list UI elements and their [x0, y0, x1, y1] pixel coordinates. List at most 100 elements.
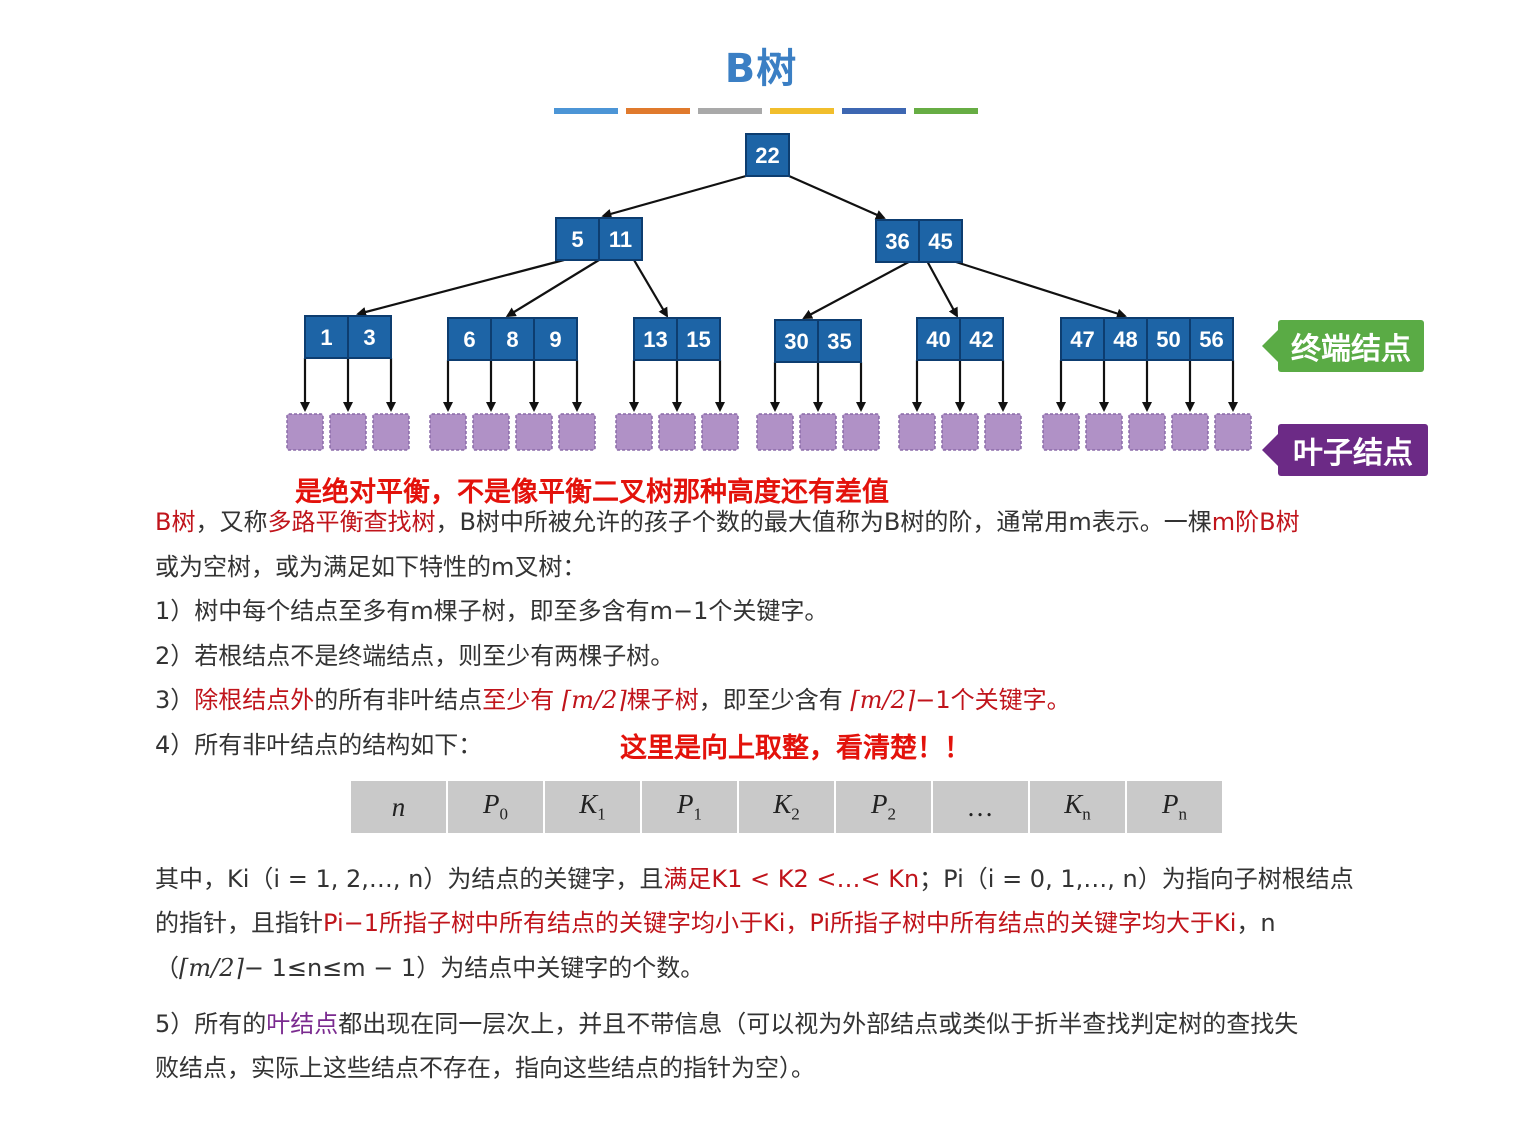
rule-3-num: 3）	[155, 686, 195, 714]
intro-line-2: 或为空树，或为满足如下特性的m叉树：	[155, 553, 587, 581]
key-label: 48	[1113, 327, 1137, 352]
where-text: ；Pi（i = 0, 1,…, n）为指向子树根结点	[919, 865, 1354, 893]
leaf-square	[515, 413, 553, 451]
color-bar-segment	[698, 108, 762, 114]
color-bar-segment	[554, 108, 618, 114]
page-title: B树	[724, 46, 798, 92]
node-structure-cell: P2	[835, 781, 933, 833]
key-cell	[1146, 317, 1191, 361]
key-label: 42	[969, 327, 993, 352]
key-cell	[555, 217, 600, 261]
key-label: 45	[928, 229, 952, 254]
rule-5: 5）所有的叶结点都出现在同一层次上，并且不带信息（可以视为外部结点或类似于折半查…	[155, 1010, 1298, 1038]
cell-symbol: K	[1064, 789, 1083, 820]
key-label: 30	[784, 329, 808, 354]
tree-node: 13 15	[633, 317, 721, 361]
term-b-tree: B树	[155, 508, 196, 536]
cell-subscript: 2	[887, 804, 897, 824]
leaf-square	[799, 413, 837, 451]
key-label: 9	[549, 327, 561, 352]
where-line-3: （⌈m/2⌉− 1≤n≤m − 1）为结点中关键字的个数。	[155, 954, 704, 982]
leaf-square	[372, 413, 410, 451]
pointer-arrow	[788, 174, 886, 220]
leaf-square	[1171, 413, 1209, 451]
key-cell	[918, 219, 963, 263]
color-bar-segment	[626, 108, 690, 114]
leaf-square	[429, 413, 467, 451]
key-label: 15	[686, 327, 710, 352]
cell-symbol: P	[483, 789, 500, 820]
cell-subscript: 1	[597, 804, 606, 824]
key-label: 36	[885, 229, 909, 254]
intro-text: ，B树中所被允许的孩子个数的最大值称为B树的阶，通常用m表示。一棵	[435, 508, 1212, 536]
key-cell	[1060, 317, 1105, 361]
term-m-order: m阶B树	[1211, 508, 1300, 536]
intro-line-1: B树，又称多路平衡查找树，B树中所被允许的孩子个数的最大值称为B树的阶，通常用m…	[155, 508, 1300, 536]
rule-3-text: ，即至少含有	[698, 686, 843, 714]
pointer-arrow	[926, 261, 958, 318]
key-cell	[447, 317, 492, 361]
tree-node: 36 45	[875, 219, 963, 263]
leaf-square	[984, 413, 1022, 451]
cell-subscript: 2	[791, 804, 800, 824]
ceil-expression: ⌈m/2⌉	[850, 686, 916, 714]
leaf-square	[842, 413, 880, 451]
color-bar-segment	[770, 108, 834, 114]
leaf-square	[1128, 413, 1166, 451]
node-structure-cell: K1	[544, 781, 642, 833]
balance-note: 是绝对平衡，不是像平衡二叉树那种高度还有差值	[295, 477, 889, 508]
key-label: 56	[1199, 327, 1223, 352]
cell-subscript: 1	[693, 804, 703, 824]
key-label: 3	[363, 325, 375, 350]
node-structure-cell: P0	[447, 781, 545, 833]
leaf-square	[658, 413, 696, 451]
cell-symbol: P	[1162, 789, 1179, 820]
leaf-square	[1042, 413, 1080, 451]
cell-symbol: P	[677, 789, 694, 820]
key-cell	[1189, 317, 1234, 361]
key-label: 5	[571, 227, 583, 252]
key-label: 8	[506, 327, 518, 352]
ceil-expression: ⌈m/2⌉	[561, 686, 627, 714]
key-label: 1	[320, 325, 332, 350]
node-structure-cell: K2	[738, 781, 836, 833]
leaf-square	[286, 413, 324, 451]
where-line-2: 的指针，且指针Pi−1所指子树中所有结点的关键字均小于Ki，Pi所指子树中所有结…	[155, 909, 1276, 937]
leaf-square	[472, 413, 510, 451]
leaf-square	[701, 413, 739, 451]
key-cell	[347, 315, 392, 359]
rule-3-red: 至少有	[482, 686, 555, 714]
where-text: （	[155, 954, 179, 982]
terminal-node-badge: 终端结点	[1262, 320, 1424, 372]
pointer-arrow	[633, 259, 669, 318]
rule-3-text: 的所有非叶结点	[314, 686, 483, 714]
rule-3-red: 棵子树	[626, 686, 699, 714]
pointer-arrow	[505, 259, 600, 318]
leaf-square	[558, 413, 596, 451]
leaf-node-badge: 叶子结点	[1262, 424, 1428, 476]
where-line-1: 其中，Ki（i = 1, 2,…, n）为结点的关键字，且满足K1 < K2 <…	[155, 865, 1354, 893]
where-red: Pi−1所指子树中所有结点的关键字均小于Ki，Pi所指子树中所有结点的关键字均大…	[323, 909, 1237, 937]
rule-5-text: 都出现在同一层次上，并且不带信息（可以视为外部结点或类似于折半查找判定树的查找失	[338, 1010, 1299, 1038]
key-label: 13	[643, 327, 667, 352]
key-cell	[745, 133, 790, 177]
pointer-arrow	[356, 258, 565, 317]
leaf-square	[898, 413, 936, 451]
key-cell	[817, 319, 862, 363]
node-structure-cell: P1	[641, 781, 739, 833]
where-text: − 1≤n≤m − 1）为结点中关键字的个数。	[243, 954, 705, 982]
node-structure-cell: Pn	[1126, 781, 1222, 833]
ceil-expression: ⌈m/2⌉	[179, 954, 244, 982]
cell-subscript: n	[1082, 804, 1091, 824]
rule-3-red: 除根结点外	[194, 686, 315, 714]
pointer-arrow	[601, 174, 747, 219]
leaf-square	[756, 413, 794, 451]
key-label: 22	[755, 143, 779, 168]
cell-symbol: P	[871, 789, 888, 820]
leaf-square	[329, 413, 367, 451]
